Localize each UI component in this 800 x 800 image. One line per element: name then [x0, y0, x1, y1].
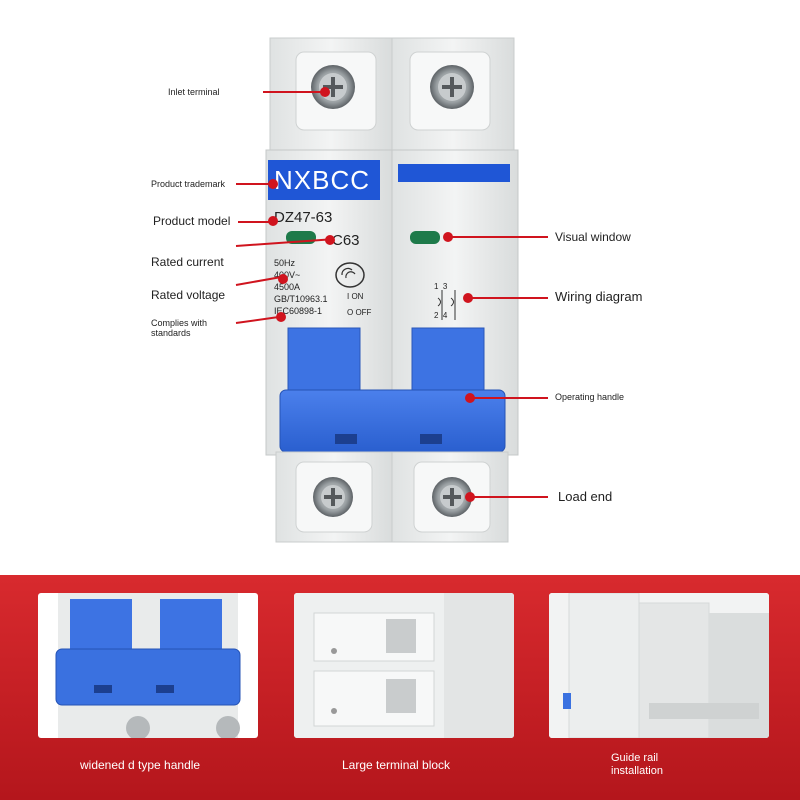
- leader-product-model: [238, 221, 272, 223]
- visual-window-right: [410, 231, 440, 244]
- dot-product-model: [268, 216, 278, 226]
- dot-inlet-terminal: [320, 87, 330, 97]
- dot-wiring-diagram: [463, 293, 473, 303]
- ccc-mark: [335, 262, 365, 288]
- rail-closeup-image: [549, 593, 769, 738]
- std1-text: GB/T10963.1: [274, 294, 328, 304]
- feature-caption-rail: Guide rail installation: [611, 752, 663, 777]
- breaking-text: 4500A: [274, 282, 301, 292]
- callout-visual-window: Visual window: [555, 230, 631, 244]
- model-text: DZ47-63: [274, 209, 333, 226]
- std2-text: IEC60898-1: [274, 306, 323, 316]
- dot-product-trademark: [268, 179, 278, 189]
- callout-operating-handle: Operating handle: [555, 392, 625, 402]
- circuit-breaker-illustration: [265, 37, 519, 543]
- on-label: I ON: [347, 292, 364, 301]
- off-label: O OFF: [347, 308, 372, 317]
- inlet-screw-right: [430, 65, 474, 109]
- leader-inlet-terminal: [263, 91, 325, 93]
- leader-product-trademark: [236, 183, 272, 185]
- dot-load-end: [465, 492, 475, 502]
- leader-wiring-diagram: [470, 297, 548, 299]
- feature-panel-rail: [549, 593, 769, 738]
- load-screw-left: [313, 477, 353, 517]
- inlet-screw-left: [311, 65, 355, 109]
- voltage-text: 400V~: [274, 270, 301, 280]
- leader-operating-handle: [472, 397, 548, 399]
- rating-text: C63: [332, 232, 360, 249]
- brand-stripe: [398, 164, 510, 182]
- handle-closeup-image: [55, 593, 241, 738]
- callout-product-model: Product model: [153, 214, 231, 228]
- feature-panel-handle: [38, 593, 258, 738]
- dot-complies-with-standards: [276, 312, 286, 322]
- brand-label: [268, 160, 380, 200]
- handle-slot-right: [411, 327, 485, 399]
- dot-rated-current: [325, 235, 335, 245]
- callout-rated-voltage: Rated voltage: [151, 288, 226, 302]
- leader-load-end: [472, 496, 548, 498]
- dot-operating-handle: [465, 393, 475, 403]
- callout-product-trademark: Product trademark: [151, 179, 226, 189]
- load-screw-right: [432, 477, 472, 517]
- brand-text: NXBCC: [274, 165, 371, 195]
- dot-rated-voltage: [278, 274, 288, 284]
- wiring-bottom-text: 2 4: [434, 311, 448, 320]
- callout-rated-current: Rated current: [151, 255, 224, 269]
- feature-caption-handle: widened d type handle: [80, 758, 201, 772]
- top-terminal-housing: [269, 37, 515, 161]
- handle-slot-left: [287, 327, 361, 399]
- callout-wiring-diagram: Wiring diagram: [555, 289, 643, 304]
- feature-caption-terminal: Large terminal block: [342, 758, 451, 772]
- terminal-closeup-image: [294, 593, 514, 738]
- feature-panel-terminal: [294, 593, 514, 738]
- leader-visual-window: [450, 236, 548, 238]
- callout-inlet-terminal: Inlet terminal: [168, 87, 220, 97]
- dot-visual-window: [443, 232, 453, 242]
- freq-text: 50Hz: [274, 258, 296, 268]
- callout-load-end: Load end: [558, 489, 613, 504]
- wiring-top-text: 1 3: [434, 282, 448, 291]
- wiring-diagram-symbol: [437, 290, 456, 320]
- callout-complies-with-standards: Complies with standards: [151, 318, 208, 338]
